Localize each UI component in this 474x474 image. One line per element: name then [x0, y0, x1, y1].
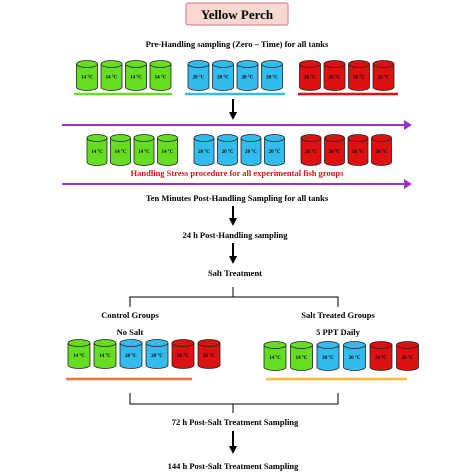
tank-temp-label: 14 °C: [162, 150, 174, 155]
tank-temp-label: 20 °C: [245, 150, 257, 155]
tank-green-pre-2: 14 °C: [100, 60, 123, 91]
tank-blue-pre-6: 20 °C: [212, 60, 234, 91]
tank-red-handling-10: 26 °C: [324, 134, 345, 166]
purple-arrow-top-head: [404, 120, 412, 130]
tank-temp-label: 20 °C: [193, 76, 205, 81]
tank-green-handling-4: 14 °C: [157, 134, 178, 166]
tank-temp-label: 26 °C: [375, 356, 387, 361]
salt-treatment-label: Salt Treatment: [208, 268, 262, 278]
tank-blue-handling-6: 20 °C: [217, 134, 238, 166]
tank-blue-control-4: 20 °C: [145, 339, 169, 369]
h24-sampling-label: 24 h Post-Handling sampling: [182, 230, 288, 240]
control-groups-label: Control Groups: [101, 310, 159, 320]
tank-red-pre-12: 26 °C: [372, 60, 395, 91]
title-box: [185, 2, 289, 26]
tank-temp-label: 14 °C: [73, 354, 85, 359]
tank-temp-label: 26 °C: [304, 76, 316, 81]
title-text: Yellow Perch: [201, 7, 274, 22]
tank-red-handling-11: 26 °C: [347, 134, 369, 166]
tank-green-pre-4: 14 °C: [149, 60, 172, 91]
tank-red-control-6: 26 °C: [197, 339, 221, 369]
tank-temp-label: 14 °C: [155, 76, 167, 81]
tank-green-salt-2: 14 °C: [290, 341, 313, 371]
tank-temp-label: 26 °C: [329, 76, 341, 81]
tank-temp-label: 14 °C: [130, 76, 142, 81]
tank-temp-label: 20 °C: [349, 356, 361, 361]
tank-temp-label: 20 °C: [269, 150, 281, 155]
tank-temp-label: 26 °C: [402, 356, 414, 361]
branch-brace: [129, 287, 339, 307]
tank-temp-label: 26 °C: [329, 150, 341, 155]
tank-row-salt-treated: 14 °C 14 °C 20 °C 20 °C 26 °C 26 °C: [263, 341, 419, 371]
tank-red-pre-10: 26 °C: [323, 60, 346, 91]
tank-temp-label: 14 °C: [296, 356, 308, 361]
tank-row-pre-handling: 14 °C 14 °C 14 °C 14 °C 20 °C 20 °C 20 °C 20 °C…: [76, 60, 395, 91]
ppt-daily-label: 5 PPT Daily: [316, 327, 361, 337]
tank-temp-label: 14 °C: [99, 354, 111, 359]
salt-treated-groups-label: Salt Treated Groups: [301, 310, 375, 320]
tank-blue-handling-5: 20 °C: [193, 134, 215, 166]
ten-minute-sampling-label: Ten Minutes Post-Handling Sampling for a…: [146, 193, 329, 203]
tank-temp-label: 26 °C: [378, 76, 390, 81]
tank-temp-label: 26 °C: [376, 150, 388, 155]
tank-blue-salt-4: 20 °C: [343, 341, 366, 371]
tank-temp-label: 26 °C: [305, 150, 317, 155]
tank-blue-handling-7: 20 °C: [240, 134, 262, 166]
tank-temp-label: 20 °C: [151, 354, 163, 359]
tank-green-handling-1: 14 °C: [86, 134, 108, 166]
tank-temp-label: 20 °C: [217, 76, 229, 81]
tank-temp-label: 20 °C: [242, 76, 254, 81]
tank-temp-label: 20 °C: [125, 354, 137, 359]
tank-blue-handling-8: 20 °C: [264, 134, 285, 166]
tank-temp-label: 20 °C: [198, 150, 210, 155]
tank-red-handling-9: 26 °C: [300, 134, 322, 166]
no-salt-label: No Salt: [117, 327, 144, 337]
tank-red-pre-11: 26 °C: [348, 60, 370, 91]
tank-green-salt-1: 14 °C: [263, 341, 287, 371]
tank-green-pre-1: 14 °C: [76, 60, 98, 91]
tank-green-handling-3: 14 °C: [133, 134, 155, 166]
tank-temp-label: 14 °C: [81, 76, 93, 81]
tank-blue-control-3: 20 °C: [119, 339, 143, 369]
tank-red-handling-12: 26 °C: [371, 134, 392, 166]
tank-green-control-1: 14 °C: [67, 339, 91, 369]
tank-temp-label: 14 °C: [269, 356, 281, 361]
tank-row-control: 14 °C 14 °C 20 °C 20 °C 26 °C 26 °C: [67, 339, 221, 369]
handling-stress-label: Handling Stress procedure for all experi…: [131, 168, 345, 178]
merge-brace: [129, 393, 339, 413]
tank-green-pre-3: 14 °C: [125, 60, 147, 91]
tank-red-pre-9: 26 °C: [299, 60, 321, 91]
tank-temp-label: 26 °C: [177, 354, 189, 359]
tank-temp-label: 26 °C: [203, 354, 215, 359]
tank-blue-pre-7: 20 °C: [236, 60, 259, 91]
h144-sampling-label: 144 h Post-Salt Treatment Sampling: [168, 461, 300, 471]
tank-green-handling-2: 14 °C: [110, 134, 131, 166]
tank-temp-label: 20 °C: [266, 76, 278, 81]
tank-temp-label: 20 °C: [222, 150, 234, 155]
tank-blue-pre-5: 20 °C: [187, 60, 210, 91]
tank-red-salt-5: 26 °C: [369, 341, 393, 371]
tank-green-control-2: 14 °C: [93, 339, 117, 369]
purple-arrow-bottom-head: [404, 179, 412, 189]
tank-temp-label: 26 °C: [352, 150, 364, 155]
tank-red-salt-6: 26 °C: [396, 341, 419, 371]
tank-temp-label: 14 °C: [91, 150, 103, 155]
tank-red-control-5: 26 °C: [171, 339, 195, 369]
tank-temp-label: 14 °C: [115, 150, 127, 155]
h72-sampling-label: 72 h Post-Salt Treatment Sampling: [172, 417, 299, 427]
tank-blue-pre-8: 20 °C: [261, 60, 283, 91]
tank-temp-label: 26 °C: [353, 76, 365, 81]
tank-temp-label: 14 °C: [106, 76, 118, 81]
tank-row-handling-stress: 14 °C 14 °C 14 °C 14 °C 20 °C 20 °C 20 °C 20 °C…: [86, 134, 392, 166]
tank-temp-label: 14 °C: [138, 150, 150, 155]
tank-temp-label: 20 °C: [322, 356, 334, 361]
tank-blue-salt-3: 20 °C: [316, 341, 340, 371]
pre-handling-label: Pre-Handling sampling (Zero – Time) for …: [146, 39, 329, 49]
